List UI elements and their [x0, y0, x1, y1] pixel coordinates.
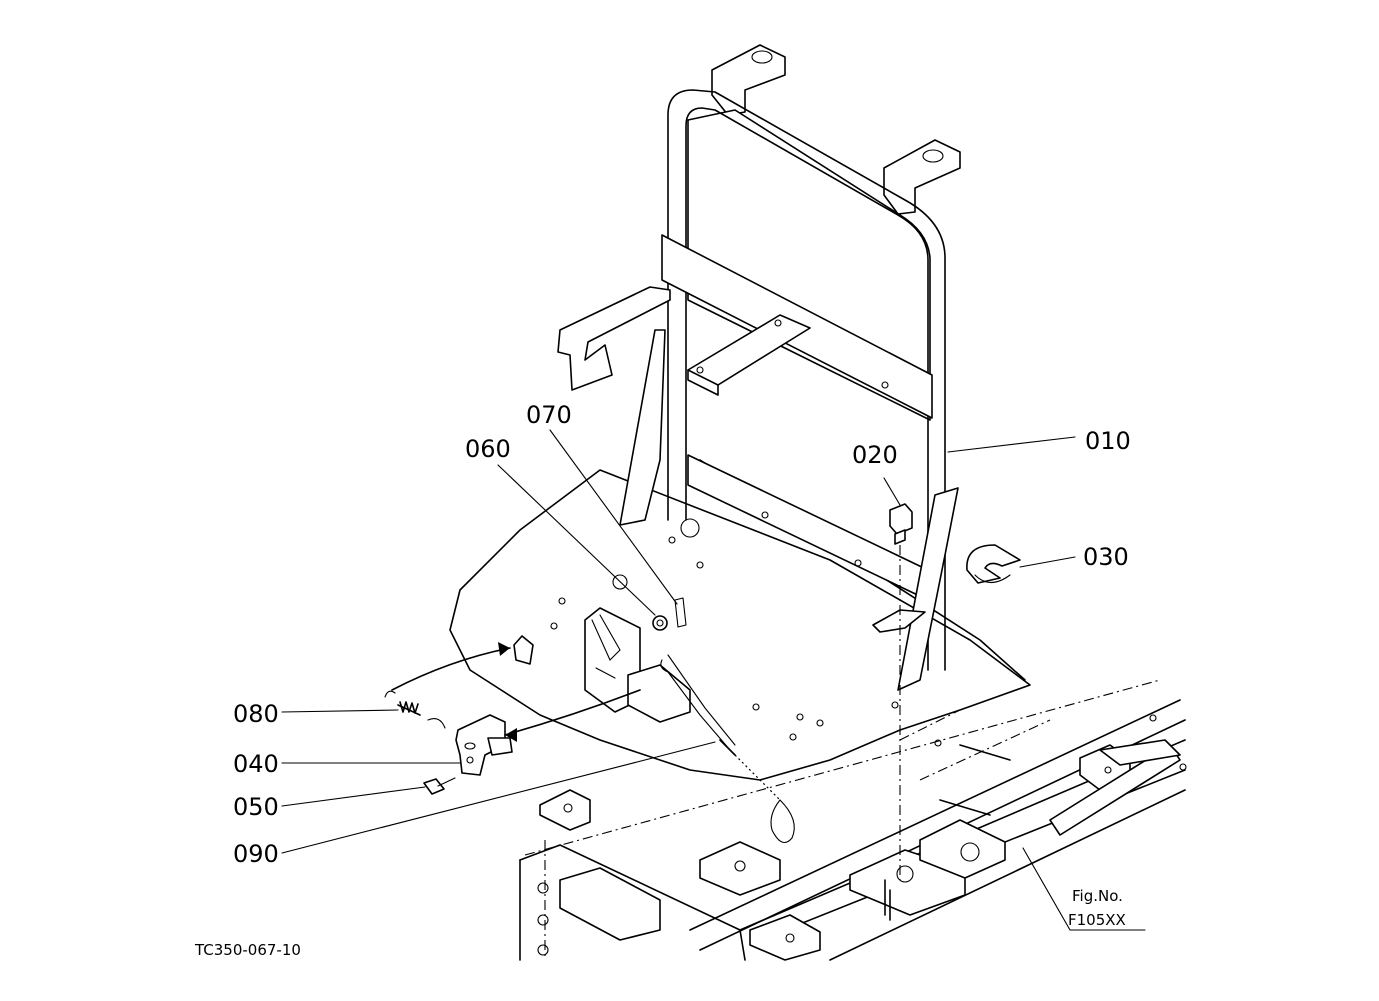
- callout-050: 050: [233, 793, 279, 821]
- callout-060: 060: [465, 435, 511, 463]
- callout-070: 070: [526, 401, 572, 429]
- chassis-frame: [519, 679, 1187, 961]
- fig-label: Fig.No.: [1072, 887, 1123, 905]
- callout-040: 040: [233, 750, 279, 778]
- fig-number: F105XX: [1068, 911, 1126, 929]
- callout-010: 010: [1085, 427, 1131, 455]
- callout-020: 020: [852, 441, 898, 469]
- leader-lines: [281, 429, 1146, 931]
- seat-lock-assembly: [384, 503, 1021, 880]
- seat-back-frame: [557, 44, 961, 691]
- callout-080: 080: [233, 700, 279, 728]
- drawing-code: TC350-067-10: [194, 941, 301, 959]
- callout-030: 030: [1083, 543, 1129, 571]
- callout-090: 090: [233, 840, 279, 868]
